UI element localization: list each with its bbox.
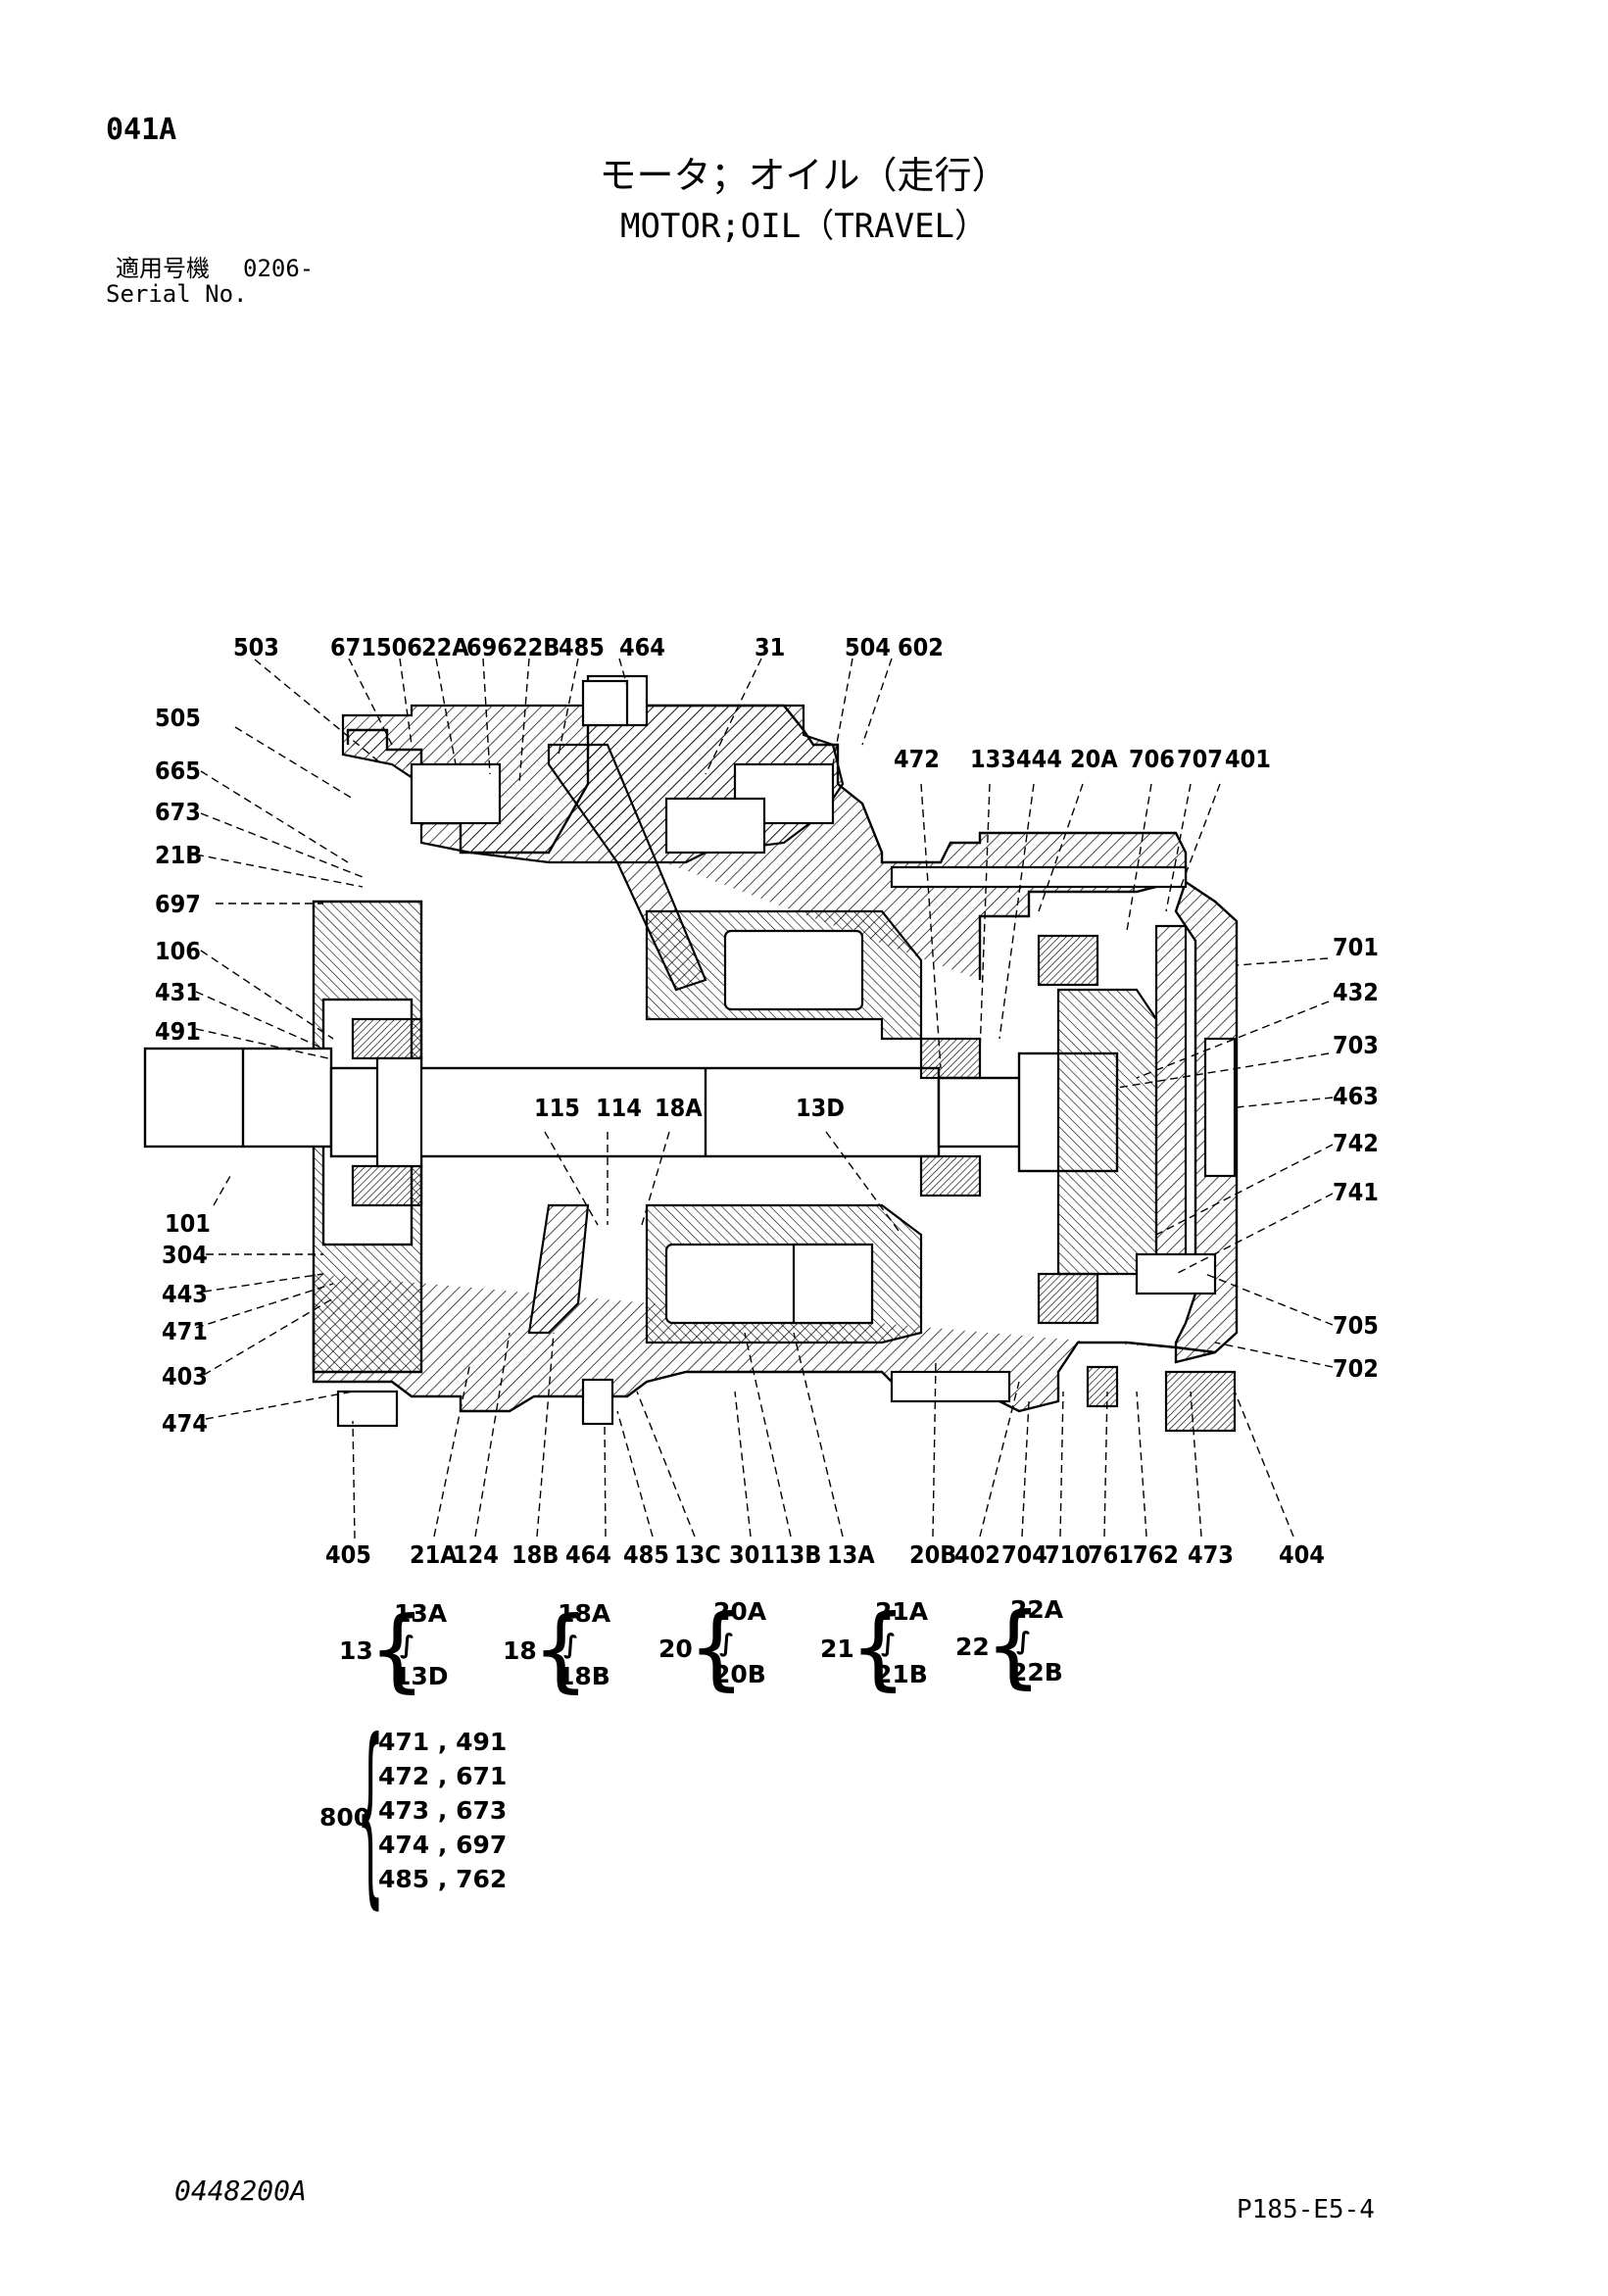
callout-472: 472 bbox=[894, 745, 940, 773]
callout-13D: 13D bbox=[796, 1094, 845, 1122]
kit-800-label: 800 bbox=[319, 1803, 371, 1832]
callout-401: 401 bbox=[1225, 745, 1271, 773]
bearings bbox=[351, 1017, 982, 1207]
callout-124: 124 bbox=[453, 1540, 499, 1569]
callout-710: 710 bbox=[1045, 1540, 1091, 1569]
serial-label-english: Serial No. bbox=[106, 280, 248, 308]
title-japanese: モータ；オイル（走行） bbox=[599, 154, 1009, 197]
callout-13C: 13C bbox=[674, 1540, 721, 1569]
swash-plate-lower bbox=[527, 1203, 590, 1335]
callout-20A: 20A bbox=[1070, 745, 1118, 773]
callout-22A: 22A bbox=[421, 633, 469, 661]
kit-800-brace: { bbox=[357, 1698, 384, 1927]
callout-101: 101 bbox=[165, 1209, 211, 1238]
reduction-section bbox=[1037, 924, 1237, 1433]
cylinder-block bbox=[645, 909, 923, 1344]
callout-31: 31 bbox=[755, 633, 786, 661]
callout-402: 402 bbox=[954, 1540, 1000, 1569]
kit-800-row: 485 , 762 bbox=[378, 1865, 508, 1893]
callout-474: 474 bbox=[162, 1409, 208, 1438]
callout-506: 506 bbox=[376, 633, 422, 661]
callout-463: 463 bbox=[1333, 1082, 1379, 1110]
callout-762: 762 bbox=[1133, 1540, 1179, 1569]
callout-742: 742 bbox=[1333, 1129, 1379, 1157]
kit-800-list: 471 , 491 472 , 671 473 , 673 474 , 697 … bbox=[378, 1725, 507, 1896]
callout-403: 403 bbox=[162, 1362, 208, 1391]
callout-106: 106 bbox=[155, 937, 201, 965]
callout-133: 133 bbox=[970, 745, 1016, 773]
callout-703: 703 bbox=[1333, 1031, 1379, 1059]
callout-301: 301 bbox=[729, 1540, 775, 1569]
callout-404: 404 bbox=[1279, 1540, 1325, 1569]
title-english: MOTOR;OIL（TRAVEL） bbox=[619, 207, 989, 246]
callout-405: 405 bbox=[325, 1540, 371, 1569]
callout-665: 665 bbox=[155, 757, 201, 785]
callout-464-top: 464 bbox=[619, 633, 665, 661]
page-code: 041A bbox=[106, 113, 177, 147]
callout-706: 706 bbox=[1129, 745, 1175, 773]
callout-464-bottom: 464 bbox=[565, 1540, 611, 1569]
leader-lines bbox=[195, 658, 1334, 1539]
callout-671: 671 bbox=[330, 633, 376, 661]
callout-13A: 13A bbox=[827, 1540, 875, 1569]
callout-471: 471 bbox=[162, 1317, 208, 1345]
callout-444: 444 bbox=[1016, 745, 1062, 773]
callout-115: 115 bbox=[534, 1094, 580, 1122]
kit-800-row: 471 , 491 bbox=[378, 1728, 508, 1756]
kit-800-row: 474 , 697 bbox=[378, 1831, 508, 1859]
callout-673: 673 bbox=[155, 798, 201, 826]
drawing-number: 0448200A bbox=[174, 2174, 307, 2207]
callout-741: 741 bbox=[1333, 1178, 1379, 1206]
callout-503: 503 bbox=[233, 633, 279, 661]
callout-18A: 18A bbox=[655, 1094, 703, 1122]
callout-701: 701 bbox=[1333, 933, 1379, 961]
callout-443: 443 bbox=[162, 1280, 208, 1308]
callout-20B: 20B bbox=[909, 1540, 957, 1569]
page-reference: P185-E5-4 bbox=[1237, 2195, 1375, 2224]
callout-602: 602 bbox=[898, 633, 944, 661]
callout-696: 696 bbox=[466, 633, 512, 661]
callout-432: 432 bbox=[1333, 978, 1379, 1006]
serial-value: 0206- bbox=[243, 255, 315, 282]
callout-473: 473 bbox=[1188, 1540, 1234, 1569]
callout-21B: 21B bbox=[155, 841, 203, 869]
callout-18B: 18B bbox=[512, 1540, 560, 1569]
callout-697: 697 bbox=[155, 890, 201, 918]
callout-431: 431 bbox=[155, 978, 201, 1006]
callout-13B: 13B bbox=[774, 1540, 822, 1569]
through-bolts bbox=[336, 679, 1188, 1428]
callout-485-bottom: 485 bbox=[623, 1540, 669, 1569]
callout-704: 704 bbox=[1001, 1540, 1048, 1569]
callout-485-top: 485 bbox=[559, 633, 605, 661]
callout-505: 505 bbox=[155, 704, 201, 732]
callout-491: 491 bbox=[155, 1017, 201, 1046]
callout-22B: 22B bbox=[512, 633, 560, 661]
output-shaft bbox=[143, 1047, 1119, 1173]
kit-800-row: 473 , 673 bbox=[378, 1796, 508, 1825]
callout-707: 707 bbox=[1177, 745, 1223, 773]
callout-304: 304 bbox=[162, 1241, 208, 1269]
serial-label-japanese: 適用号機 bbox=[116, 255, 210, 282]
callout-21A: 21A bbox=[410, 1540, 458, 1569]
valve-block-top bbox=[341, 674, 845, 864]
callout-761: 761 bbox=[1088, 1540, 1134, 1569]
kit-800-row: 472 , 671 bbox=[378, 1762, 508, 1790]
callout-114: 114 bbox=[596, 1094, 642, 1122]
callout-705: 705 bbox=[1333, 1311, 1379, 1340]
callout-702: 702 bbox=[1333, 1354, 1379, 1383]
callout-504: 504 bbox=[845, 633, 891, 661]
